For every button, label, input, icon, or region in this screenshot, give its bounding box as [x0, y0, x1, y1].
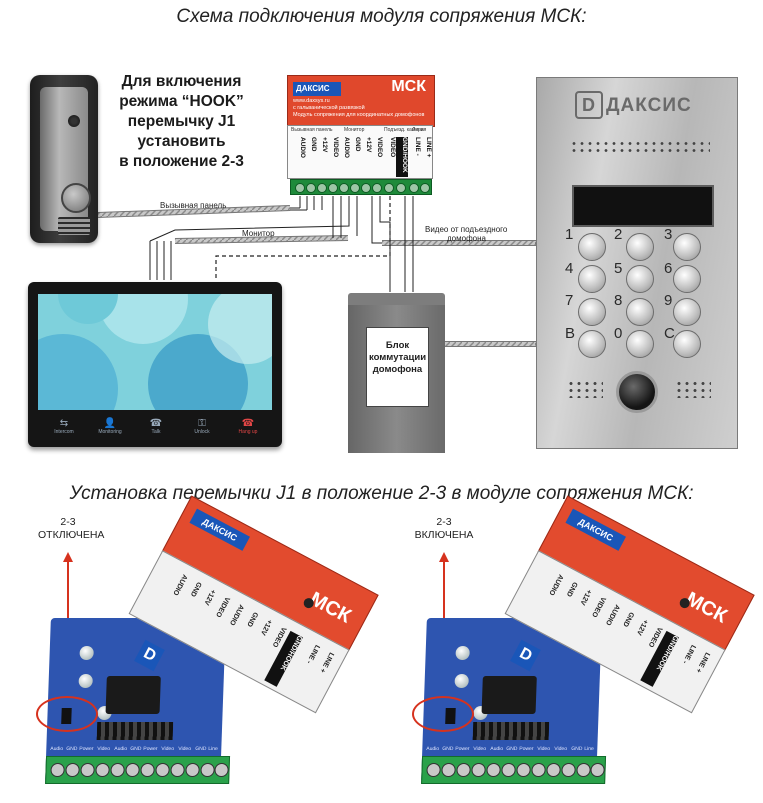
terminal-block [421, 756, 607, 784]
hangup-button[interactable]: ☎Hang up [228, 418, 268, 435]
photo-jumper-on: 2-3 ВКЛЮЧЕНА Audio GND Power Video Audio… [410, 495, 755, 796]
call-bell-button[interactable] [616, 371, 658, 413]
key-4[interactable] [578, 265, 606, 293]
person-icon: 👤 [103, 418, 117, 429]
key-1[interactable] [578, 233, 606, 261]
hook-mode-note: Для включения режима “HOOK” перемычку J1… [119, 73, 244, 170]
swap-icon: ⇆ [59, 418, 69, 429]
module-name: МСК [391, 78, 426, 95]
speaker-grille [58, 217, 90, 235]
pin-header [96, 722, 174, 740]
intercom-switch-block: Блок коммутации домофона [348, 293, 445, 453]
call-button[interactable] [61, 183, 91, 213]
talk-button[interactable]: ☎Talk [136, 418, 176, 435]
speaker-holes-left [567, 380, 603, 398]
terminal-label: VIDEO [376, 137, 383, 158]
terminal-label: AUDIO [343, 137, 350, 158]
jumper-highlight-ring [412, 696, 474, 732]
jumper-title: Установка перемычки J1 в положение 2-3 в… [69, 483, 694, 504]
terminal-label: LINE - [414, 137, 421, 156]
daxsys-logo: ДАКСИС [565, 508, 626, 551]
pin-header [472, 722, 550, 740]
lead-wires [149, 196, 414, 292]
keypad-display [572, 185, 714, 227]
key-8[interactable] [626, 298, 654, 326]
video-monitor: ⇆Intercom 👤Monitoring ☎Talk ⚿Unlock ☎Han… [28, 282, 282, 447]
relay [481, 676, 537, 714]
daxsys-logo: ДАКСИС [189, 508, 250, 551]
terminal-label: GND [310, 137, 317, 152]
call-panel [30, 75, 98, 243]
terminal-label: LINE + [425, 137, 432, 158]
key-9[interactable] [673, 298, 701, 326]
arrow-head-icon [63, 552, 73, 562]
switch-block-label: Блок коммутации домофона [366, 327, 429, 407]
terminal-block [290, 179, 432, 195]
speaker-holes-right [675, 380, 711, 398]
terminal-label-hook: GND/HOOK [396, 137, 408, 177]
key-5[interactable] [626, 265, 654, 293]
module-name: МСК [682, 587, 731, 628]
unlock-button[interactable]: ⚿Unlock [182, 418, 222, 435]
vent-holes [570, 140, 710, 154]
key-7[interactable] [578, 298, 606, 326]
photo-jumper-off: 2-3 ОТКЛЮЧЕНА Audio GND Power Video Audi… [34, 495, 379, 796]
monitor-button-bar: ⇆Intercom 👤Monitoring ☎Talk ⚿Unlock ☎Han… [38, 416, 272, 440]
terminal-label: VIDEO [332, 137, 339, 158]
terminal-label: VIDEO [389, 137, 396, 158]
key-c[interactable] [673, 330, 701, 358]
terminal-label: +12V [365, 137, 372, 153]
key-3[interactable] [673, 233, 701, 261]
msk-module: ДАКСИС МСК www.daxsys.ru с гальваническо… [287, 75, 435, 195]
daxsys-logo: ДАКСИС [293, 82, 341, 96]
hook-wire [215, 196, 391, 280]
monitoring-button[interactable]: 👤Monitoring [90, 418, 130, 435]
terminal-label: AUDIO [299, 137, 306, 158]
caption-on: 2-3 ВКЛЮЧЕНА [414, 516, 474, 541]
hangup-icon: ☎ [241, 418, 255, 429]
module-name: МСК [306, 587, 355, 628]
terminal-block [45, 756, 231, 784]
terminal-label: +12V [321, 137, 328, 153]
label-video: Видео от подъездного домофона [425, 225, 508, 243]
diagram-title: Схема подключения модуля сопряжения МСК: [176, 6, 587, 27]
jumper-highlight-ring [36, 696, 98, 732]
intercom-button[interactable]: ⇆Intercom [44, 418, 84, 435]
key-2[interactable] [626, 233, 654, 261]
monitor-screen [38, 294, 272, 410]
label-monitor: Монитор [242, 229, 275, 238]
arrow-head-icon [439, 552, 449, 562]
relay [105, 676, 161, 714]
phone-icon: ☎ [149, 418, 163, 429]
key-b[interactable] [578, 330, 606, 358]
wiring-svg [97, 196, 541, 347]
label-call-panel: Вызывная панель [160, 201, 227, 210]
key-0[interactable] [626, 330, 654, 358]
key-6[interactable] [673, 265, 701, 293]
key-icon: ⚿ [198, 418, 206, 429]
caption-off: 2-3 ОТКЛЮЧЕНА [38, 516, 105, 541]
camera-icon [68, 115, 80, 127]
daxsys-d-icon: D [575, 91, 603, 119]
terminal-label: GND [354, 137, 361, 152]
